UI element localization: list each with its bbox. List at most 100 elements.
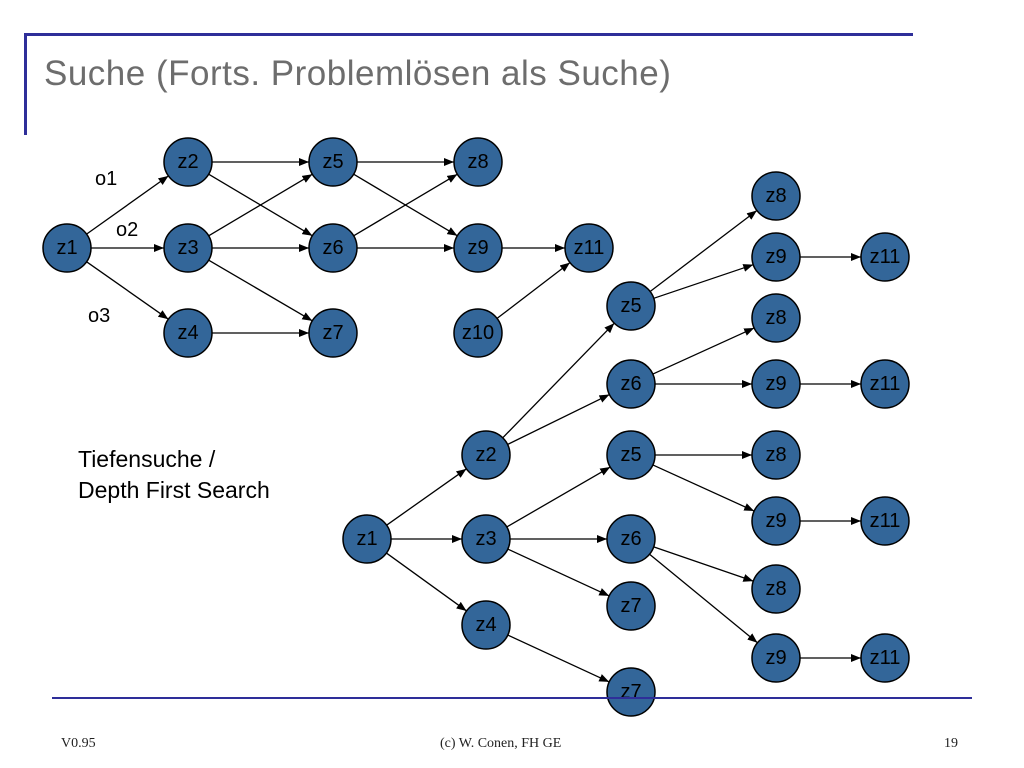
tree-node-label: z9	[765, 510, 786, 532]
graph-node-label: z7	[322, 322, 343, 344]
tree-node-circle	[751, 564, 801, 614]
tree-node-circle	[461, 430, 511, 480]
tree-node-circle	[461, 600, 511, 650]
tree-node-circle	[606, 430, 656, 480]
tree-node-circle	[342, 514, 392, 564]
tree-node-label: z9	[765, 246, 786, 268]
graph-node-z1: z1	[42, 223, 92, 273]
tree-node-circle	[751, 232, 801, 282]
tree-node-z5: z5	[606, 281, 656, 331]
tree-node-z11: z11	[860, 633, 910, 683]
tree-node-label: z6	[620, 528, 641, 550]
graph-edge-z6-to-z8	[353, 173, 458, 237]
tree-node-z8: z8	[751, 430, 801, 480]
tree-edge-z5-to-z8	[649, 209, 758, 293]
footer-copyright: (c) W. Conen, FH GE	[440, 736, 562, 751]
graph-node-label: z1	[56, 237, 77, 259]
tree-node-circle	[860, 232, 910, 282]
graph-edge-z3-to-z7	[208, 259, 313, 322]
graph-node-circle	[308, 308, 358, 358]
graph-node-label: z8	[467, 151, 488, 173]
graph-node-label: z11	[574, 237, 605, 259]
tree-edge-z3-to-z5	[506, 466, 611, 528]
graph-node-circle	[453, 223, 503, 273]
tree-edge-z5-to-z9	[652, 464, 755, 512]
tree-node-z6: z6	[606, 514, 656, 564]
graph-node-label: z10	[462, 322, 494, 344]
graph-node-circle	[163, 223, 213, 273]
tree-node-z2: z2	[461, 430, 511, 480]
slide-title: Suche (Forts. Problemlösen als Suche)	[44, 54, 672, 93]
tree-node-label: z7	[620, 681, 641, 703]
tree-node-label: z8	[765, 444, 786, 466]
tree-node-circle	[751, 293, 801, 343]
tree-edge-z5-to-z9	[653, 264, 754, 299]
tree-node-circle	[860, 633, 910, 683]
tree-node-label: z11	[870, 647, 901, 669]
tree-node-label: z5	[620, 295, 641, 317]
tree-node-z3: z3	[461, 514, 511, 564]
tree-node-z1: z1	[342, 514, 392, 564]
tree-node-z8: z8	[751, 564, 801, 614]
tree-node-label: z11	[870, 246, 901, 268]
graph-node-z7: z7	[308, 308, 358, 358]
search-tree: z1 z2 z3 z4 z5 z6 z8 z9 z11 z8 z9 z11 z5 z6 z7 z8 z9 z11 z…	[342, 171, 910, 717]
tree-node-z8: z8	[751, 171, 801, 221]
tree-node-circle	[606, 281, 656, 331]
graph-edge-z1-to-z4	[86, 261, 169, 320]
slide-frame-top	[26, 33, 913, 36]
graph-node-label: z5	[322, 151, 343, 173]
tree-node-label: z3	[475, 528, 496, 550]
graph-node-circle	[453, 137, 503, 187]
graph-node-circle	[453, 308, 503, 358]
tree-node-label: z6	[620, 373, 641, 395]
tree-node-label: z8	[765, 307, 786, 329]
tree-node-circle	[606, 359, 656, 409]
tree-node-z7: z7	[606, 581, 656, 631]
tree-node-label: z11	[870, 373, 901, 395]
graph-node-z3: z3	[163, 223, 213, 273]
tree-node-circle	[751, 496, 801, 546]
graph-node-z6: z6	[308, 223, 358, 273]
graph-node-circle	[308, 223, 358, 273]
tree-node-label: z2	[475, 444, 496, 466]
tree-node-z9: z9	[751, 359, 801, 409]
tree-node-z7: z7	[606, 667, 656, 717]
tree-node-circle	[751, 430, 801, 480]
graph-node-z9: z9	[453, 223, 503, 273]
caption-line-1: Tiefensuche /	[78, 446, 216, 472]
tree-node-z11: z11	[860, 496, 910, 546]
graph-node-label: z9	[467, 237, 488, 259]
graph-node-label: z2	[177, 151, 198, 173]
caption-line-2: Depth First Search	[78, 477, 270, 503]
graph-node-z11: z11	[564, 223, 614, 273]
graph-node-circle	[163, 137, 213, 187]
graph-node-z10: z10	[453, 308, 503, 358]
tree-node-z11: z11	[860, 359, 910, 409]
graph-edge-label-o1: o1	[95, 168, 117, 190]
tree-node-z6: z6	[606, 359, 656, 409]
tree-node-circle	[751, 171, 801, 221]
tree-node-circle	[606, 514, 656, 564]
tree-node-label: z8	[765, 578, 786, 600]
tree-node-z9: z9	[751, 496, 801, 546]
tree-node-label: z1	[356, 528, 377, 550]
graph-node-z8: z8	[453, 137, 503, 187]
tree-node-label: z11	[870, 510, 901, 532]
graph-node-circle	[42, 223, 92, 273]
tree-edge-z1-to-z2	[386, 468, 467, 526]
tree-node-label: z4	[475, 614, 496, 636]
tree-node-circle	[751, 359, 801, 409]
tree-edge-z3-to-z7	[507, 548, 610, 597]
graph-node-z2: z2	[163, 137, 213, 187]
footer-version: V0.95	[61, 736, 96, 751]
tree-node-z8: z8	[751, 293, 801, 343]
graph-edge-label-o3: o3	[88, 305, 110, 327]
graph-node-circle	[564, 223, 614, 273]
slide-frame-left	[24, 33, 27, 135]
graph-edge-z1-to-z2	[86, 175, 169, 235]
tree-node-circle	[606, 667, 656, 717]
tree-node-circle	[751, 633, 801, 683]
tree-node-z5: z5	[606, 430, 656, 480]
tree-edge-z6-to-z8	[653, 546, 754, 582]
